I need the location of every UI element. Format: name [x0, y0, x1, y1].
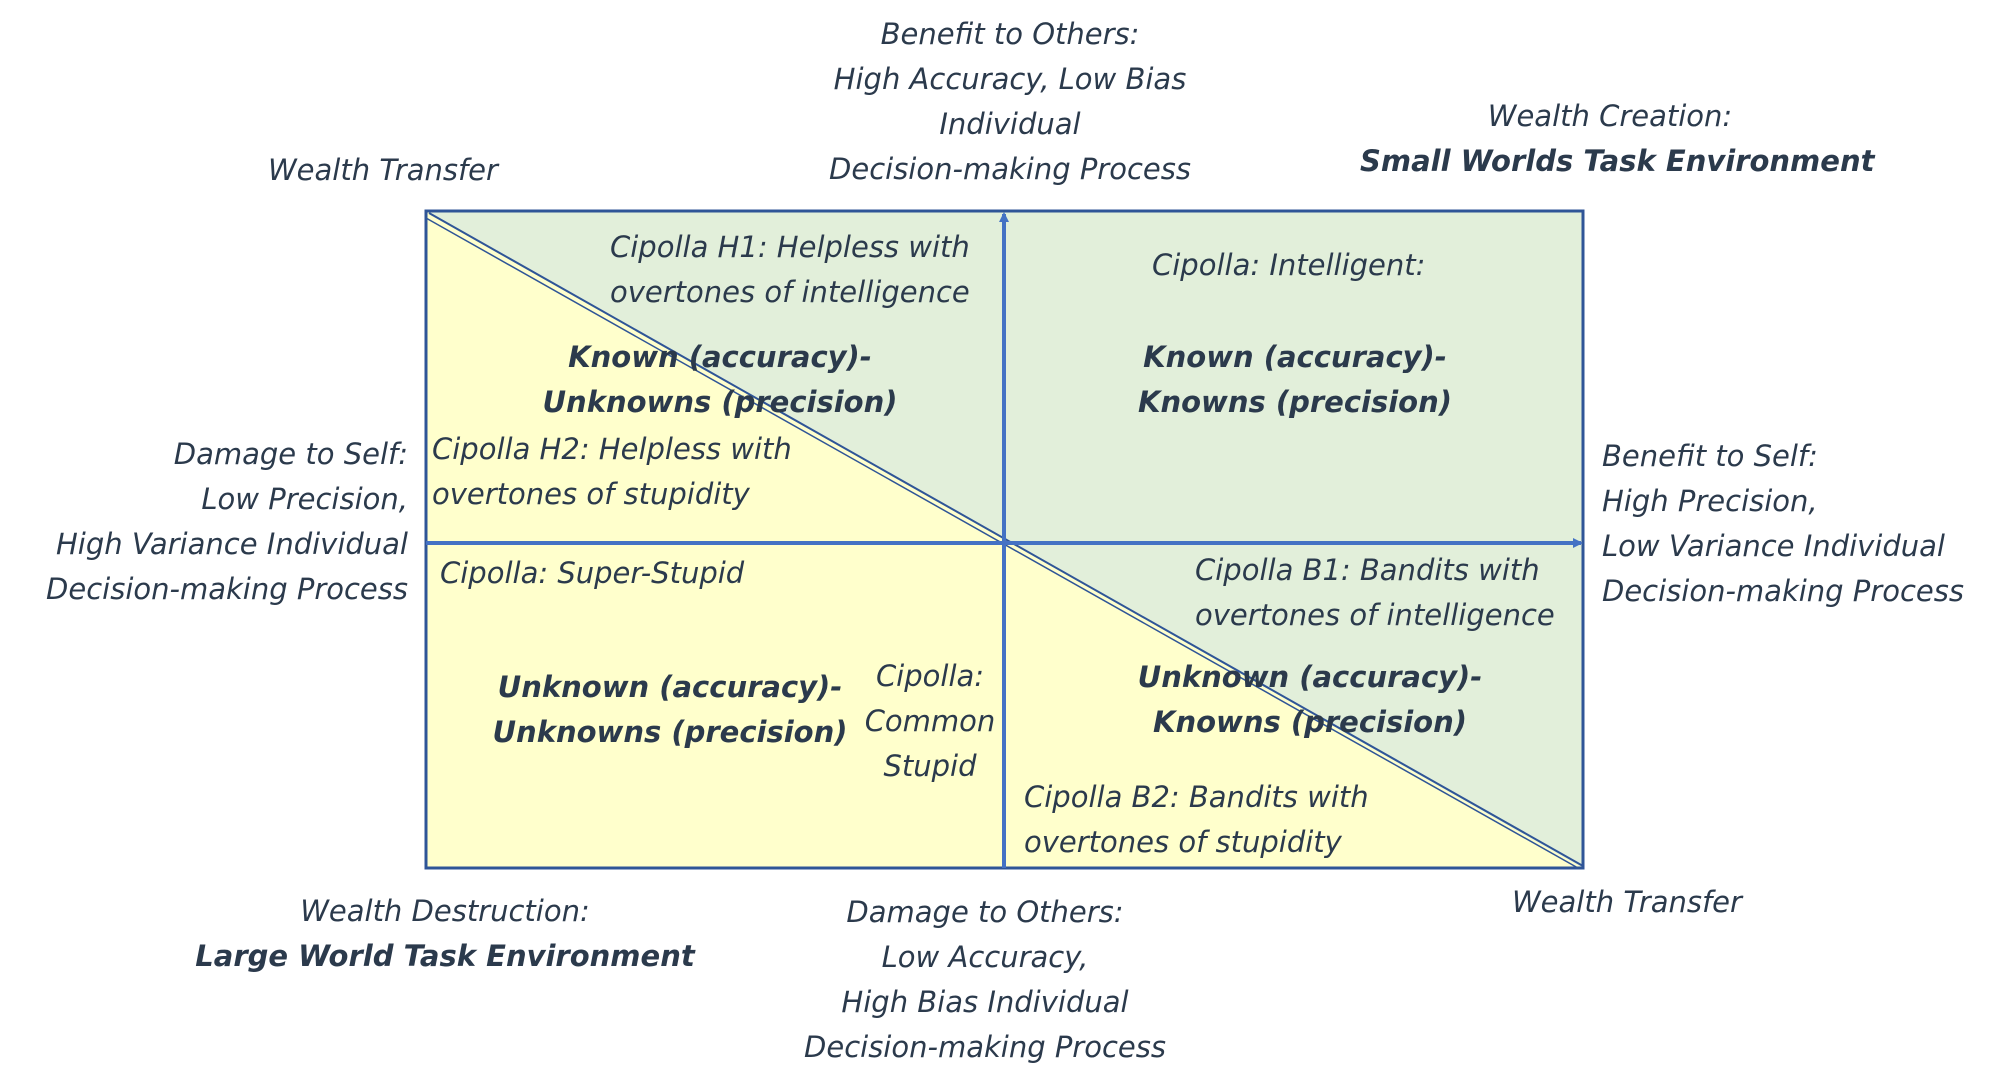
corner-bottom-left-label: Wealth Destruction: Large World Task Env…	[195, 889, 695, 979]
unknown-knowns-line2: Knowns (precision)	[1153, 705, 1467, 739]
cipolla-common-stupid-label: Cipolla: Common Stupid	[850, 654, 1010, 789]
right-axis-label: Benefit to Self: High Precision, Low Var…	[1602, 434, 1992, 614]
cipolla-intelligent-label: Cipolla: Intelligent:	[1152, 243, 1425, 288]
cipolla-b2-line1: Cipolla B2: Bandits with	[1024, 780, 1369, 814]
cipolla-b1-line1: Cipolla B1: Bandits with	[1195, 553, 1540, 587]
bottom-axis-line1: Damage to Others:	[846, 895, 1124, 929]
right-axis-line3: Low Variance Individual	[1602, 529, 1945, 563]
cipolla-b1-label: Cipolla B1: Bandits with overtones of in…	[1195, 548, 1555, 638]
corner-bottom-left-line1: Wealth Destruction:	[300, 894, 590, 928]
cipolla-common-stupid-line3: Stupid	[883, 749, 977, 783]
cipolla-b2-label: Cipolla B2: Bandits with overtones of st…	[1024, 775, 1369, 865]
right-axis-line2: High Precision,	[1602, 484, 1818, 518]
cipolla-b2-line2: overtones of stupidity	[1024, 825, 1342, 859]
cipolla-h2-line2: overtones of stupidity	[432, 477, 750, 511]
known-knowns-line2: Knowns (precision)	[1138, 385, 1452, 419]
cipolla-h2-line1: Cipolla H2: Helpless with	[432, 432, 792, 466]
corner-top-left-label: Wealth Transfer	[268, 148, 498, 193]
cipolla-super-stupid-text: Cipolla: Super-Stupid	[440, 556, 745, 590]
right-axis-line4: Decision-making Process	[1602, 574, 1964, 608]
left-axis-line3: High Variance Individual	[56, 527, 408, 561]
top-axis-line4: Decision-making Process	[829, 152, 1191, 186]
left-axis-line1: Damage to Self:	[173, 437, 408, 471]
cipolla-h1-line2: overtones of intelligence	[610, 275, 970, 309]
top-axis-line2: High Accuracy, Low Bias	[833, 62, 1187, 96]
cipolla-b1-line2: overtones of intelligence	[1195, 598, 1555, 632]
unknown-unknowns-line2: Unknowns (precision)	[492, 715, 848, 749]
left-axis-label: Damage to Self: Low Precision, High Vari…	[20, 432, 408, 612]
cipolla-h2-label: Cipolla H2: Helpless with overtones of s…	[432, 427, 792, 517]
cipolla-common-stupid-line1: Cipolla:	[875, 659, 985, 693]
cipolla-common-stupid-line2: Common	[864, 704, 996, 738]
corner-bottom-right-label: Wealth Transfer	[1512, 880, 1742, 925]
unknown-unknowns-label: Unknown (accuracy)- Unknowns (precision)	[475, 665, 865, 755]
top-axis-line1: Benefit to Others:	[880, 17, 1140, 51]
known-unknowns-line2: Unknowns (precision)	[542, 385, 898, 419]
corner-top-right-line1: Wealth Creation:	[1487, 99, 1733, 133]
corner-top-right-label: Wealth Creation: Small Worlds Task Envir…	[1360, 94, 1875, 184]
bottom-axis-line2: Low Accuracy,	[881, 940, 1089, 974]
cipolla-intelligent-text: Cipolla: Intelligent:	[1152, 248, 1426, 282]
unknown-unknowns-line1: Unknown (accuracy)-	[497, 670, 843, 704]
unknown-knowns-label: Unknown (accuracy)- Knowns (precision)	[1115, 655, 1505, 745]
bottom-axis-line3: High Bias Individual	[841, 985, 1129, 1019]
known-unknowns-line1: Known (accuracy)-	[568, 340, 872, 374]
cipolla-h1-label: Cipolla H1: Helpless with overtones of i…	[610, 225, 970, 315]
left-axis-line2: Low Precision,	[201, 482, 408, 516]
right-axis-line1: Benefit to Self:	[1602, 439, 1818, 473]
known-unknowns-label: Known (accuracy)- Unknowns (precision)	[520, 335, 920, 425]
cipolla-h1-line1: Cipolla H1: Helpless with	[610, 230, 970, 264]
corner-top-right-line2: Small Worlds Task Environment	[1360, 144, 1875, 178]
bottom-axis-line4: Decision-making Process	[804, 1030, 1166, 1064]
unknown-knowns-line1: Unknown (accuracy)-	[1137, 660, 1483, 694]
left-axis-line4: Decision-making Process	[46, 572, 408, 606]
corner-bottom-right-text: Wealth Transfer	[1512, 885, 1742, 919]
top-axis-line3: Individual	[939, 107, 1081, 141]
corner-top-left-text: Wealth Transfer	[268, 153, 498, 187]
bottom-axis-label: Damage to Others: Low Accuracy, High Bia…	[790, 890, 1180, 1070]
corner-bottom-left-line2: Large World Task Environment	[195, 939, 695, 973]
known-knowns-line1: Known (accuracy)-	[1143, 340, 1447, 374]
cipolla-super-stupid-label: Cipolla: Super-Stupid	[440, 551, 744, 596]
known-knowns-label: Known (accuracy)- Knowns (precision)	[1100, 335, 1490, 425]
top-axis-label: Benefit to Others: High Accuracy, Low Bi…	[815, 12, 1205, 192]
